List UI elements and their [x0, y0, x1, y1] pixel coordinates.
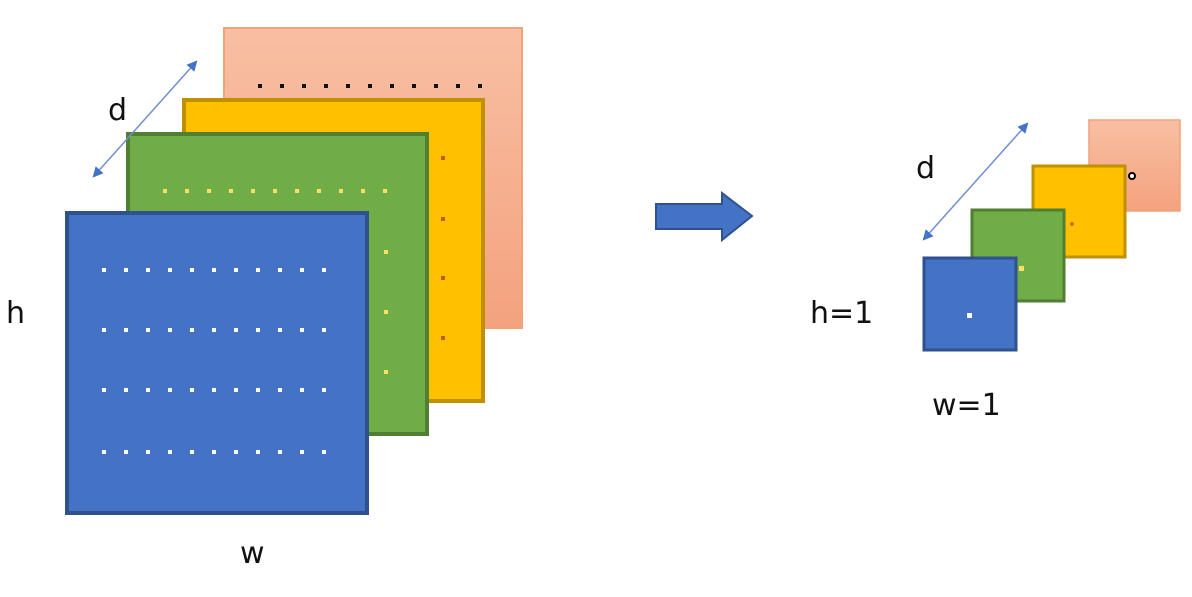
- input-feature-maps: [65, 27, 523, 515]
- grid-dot: [168, 268, 172, 272]
- grid-dot: [361, 189, 365, 193]
- grid-dot: [212, 388, 216, 392]
- grid-dot: [234, 388, 238, 392]
- grid-dot: [317, 189, 321, 193]
- grid-dot: [256, 268, 260, 272]
- grid-dot: [190, 450, 194, 454]
- grid-dot: [278, 388, 282, 392]
- grid-dot: [390, 84, 394, 88]
- height-label-right: h=1: [810, 296, 873, 331]
- grid-dot: [441, 156, 445, 160]
- grid-dot: [384, 370, 388, 374]
- grid-dot: [384, 250, 388, 254]
- grid-dot: [280, 84, 284, 88]
- grid-dot: [322, 268, 326, 272]
- depth-label-right: d: [916, 151, 935, 186]
- grid-dot: [207, 189, 211, 193]
- depth-double-arrow-right: [922, 122, 1029, 241]
- salmon-pooled-dot: [1128, 172, 1136, 180]
- grid-dot: [146, 388, 150, 392]
- grid-dot: [168, 450, 172, 454]
- grid-dot: [146, 328, 150, 332]
- grid-dot: [339, 189, 343, 193]
- grid-dot: [434, 84, 438, 88]
- green-channel-dots: [163, 189, 388, 374]
- grid-dot: [251, 189, 255, 193]
- grid-dot: [441, 276, 445, 280]
- grid-dot: [300, 388, 304, 392]
- blue-channel: [65, 211, 369, 515]
- pooled-feature-maps: [922, 119, 1181, 352]
- grid-dot: [258, 84, 262, 88]
- grid-dot: [300, 268, 304, 272]
- blue-pooled: [922, 256, 1018, 352]
- grid-dot: [102, 268, 106, 272]
- grid-dot: [278, 328, 282, 332]
- grid-dot: [212, 268, 216, 272]
- grid-dot: [295, 189, 299, 193]
- grid-dot: [256, 450, 260, 454]
- height-label-left: h: [6, 296, 25, 331]
- grid-dot: [273, 189, 277, 193]
- grid-dot: [212, 328, 216, 332]
- grid-dot: [124, 388, 128, 392]
- grid-dot: [278, 450, 282, 454]
- grid-dot: [190, 268, 194, 272]
- grid-dot: [234, 268, 238, 272]
- width-label-right: w=1: [932, 388, 1001, 423]
- grid-dot: [478, 84, 482, 88]
- green-pooled-dot: [1019, 266, 1024, 271]
- grid-dot: [190, 328, 194, 332]
- blue-channel-dots: [102, 268, 326, 454]
- depth-label-left: d: [108, 93, 127, 128]
- grid-dot: [324, 84, 328, 88]
- grid-dot: [212, 450, 216, 454]
- grid-dot: [368, 84, 372, 88]
- grid-dot: [234, 328, 238, 332]
- grid-dot: [102, 388, 106, 392]
- grid-dot: [300, 450, 304, 454]
- grid-dot: [124, 450, 128, 454]
- grid-dot: [278, 268, 282, 272]
- grid-dot: [124, 268, 128, 272]
- grid-dot: [102, 328, 106, 332]
- grid-dot: [383, 189, 387, 193]
- grid-dot: [322, 450, 326, 454]
- grid-dot: [322, 388, 326, 392]
- right-arrow-icon: [655, 190, 754, 243]
- grid-dot: [185, 189, 189, 193]
- grid-dot: [146, 268, 150, 272]
- grid-dot: [256, 328, 260, 332]
- salmon-channel-dots: [258, 84, 482, 88]
- grid-dot: [441, 217, 445, 221]
- grid-dot: [441, 336, 445, 340]
- blue-pooled-dot: [967, 313, 972, 318]
- grid-dot: [124, 328, 128, 332]
- grid-dot: [384, 310, 388, 314]
- grid-dot: [412, 84, 416, 88]
- grid-dot: [102, 450, 106, 454]
- grid-dot: [168, 388, 172, 392]
- grid-dot: [346, 84, 350, 88]
- grid-dot: [229, 189, 233, 193]
- grid-dot: [456, 84, 460, 88]
- yellow-pooled-dot: [1070, 222, 1074, 226]
- grid-dot: [300, 328, 304, 332]
- grid-dot: [163, 189, 167, 193]
- grid-dot: [256, 388, 260, 392]
- yellow-channel-dots: [441, 156, 445, 340]
- grid-dot: [322, 328, 326, 332]
- grid-dot: [302, 84, 306, 88]
- width-label-left: w: [240, 536, 265, 571]
- grid-dot: [168, 328, 172, 332]
- grid-dot: [190, 388, 194, 392]
- depth-double-arrow-left: [92, 60, 198, 178]
- grid-dot: [146, 450, 150, 454]
- grid-dot: [234, 450, 238, 454]
